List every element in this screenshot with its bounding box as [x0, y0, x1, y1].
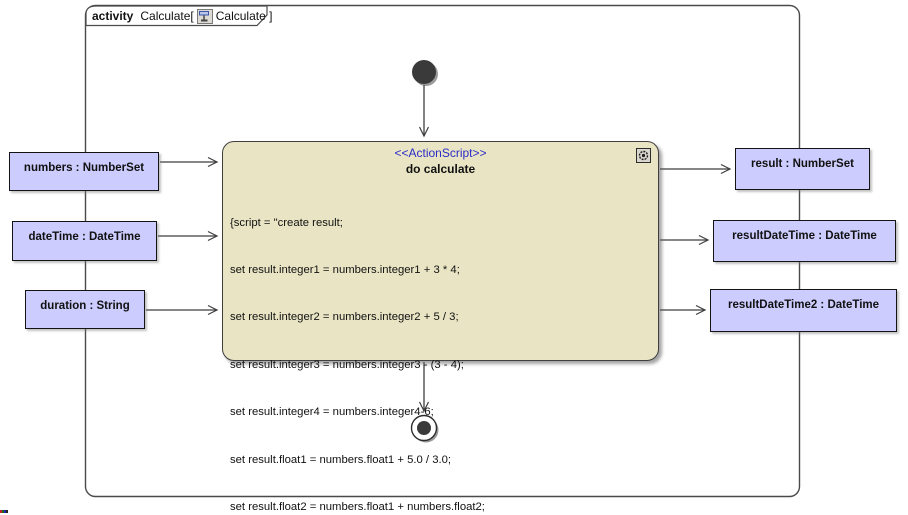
pin-label: dateTime : DateTime — [28, 231, 141, 243]
input-pin-numbers[interactable]: numbers : NumberSet — [9, 152, 159, 191]
action-node-do-calculate[interactable]: <<ActionScript>> do calculate {script = … — [222, 141, 659, 513]
behavior-gear-icon — [636, 148, 651, 163]
frame-keyword: activity — [92, 9, 134, 23]
pin-label: resultDateTime : DateTime — [732, 230, 877, 242]
frame-activity-name: Calculate[ — [140, 9, 194, 23]
pin-label: result : NumberSet — [751, 158, 854, 170]
output-pin-result[interactable]: result : NumberSet — [735, 148, 870, 190]
activity-diagram-icon — [196, 8, 213, 24]
script-line: set result.integer2 = numbers.integer2 +… — [230, 311, 459, 324]
script-line: set result.integer1 = numbers.integer1 +… — [230, 263, 460, 276]
frame-title-tab[interactable] — [85, 5, 268, 27]
action-script-body: {script = "create result; set result.int… — [223, 184, 658, 515]
script-line: {script = "create result; — [230, 216, 343, 229]
script-line: set result.integer4 = numbers.integer4-6… — [230, 406, 434, 419]
action-stereotype: <<ActionScript>> — [394, 146, 487, 160]
action-name: do calculate — [405, 162, 476, 176]
final-node-core — [417, 421, 431, 435]
initial-node[interactable] — [412, 60, 436, 84]
output-pin-resultdatetime2[interactable]: resultDateTime2 : DateTime — [710, 289, 897, 332]
clipped-corner-artifact — [0, 510, 10, 513]
frame-diagram-name: Calculate ] — [215, 9, 273, 23]
pin-label: duration : String — [40, 300, 130, 312]
script-line: set result.float2 = numbers.float1 + num… — [230, 500, 485, 513]
pin-label: numbers : NumberSet — [23, 162, 145, 174]
frame-title[interactable]: activity Calculate[ Calculate ] — [92, 8, 272, 24]
script-line: set result.integer3 = numbers.integer3 -… — [230, 358, 464, 371]
input-pin-duration[interactable]: duration : String — [25, 290, 145, 329]
script-line: set result.float1 = numbers.float1 + 5.0… — [230, 453, 452, 466]
input-pin-datetime[interactable]: dateTime : DateTime — [12, 221, 157, 261]
pin-label: resultDateTime2 : DateTime — [727, 299, 880, 311]
output-pin-resultdatetime[interactable]: resultDateTime : DateTime — [713, 220, 896, 262]
